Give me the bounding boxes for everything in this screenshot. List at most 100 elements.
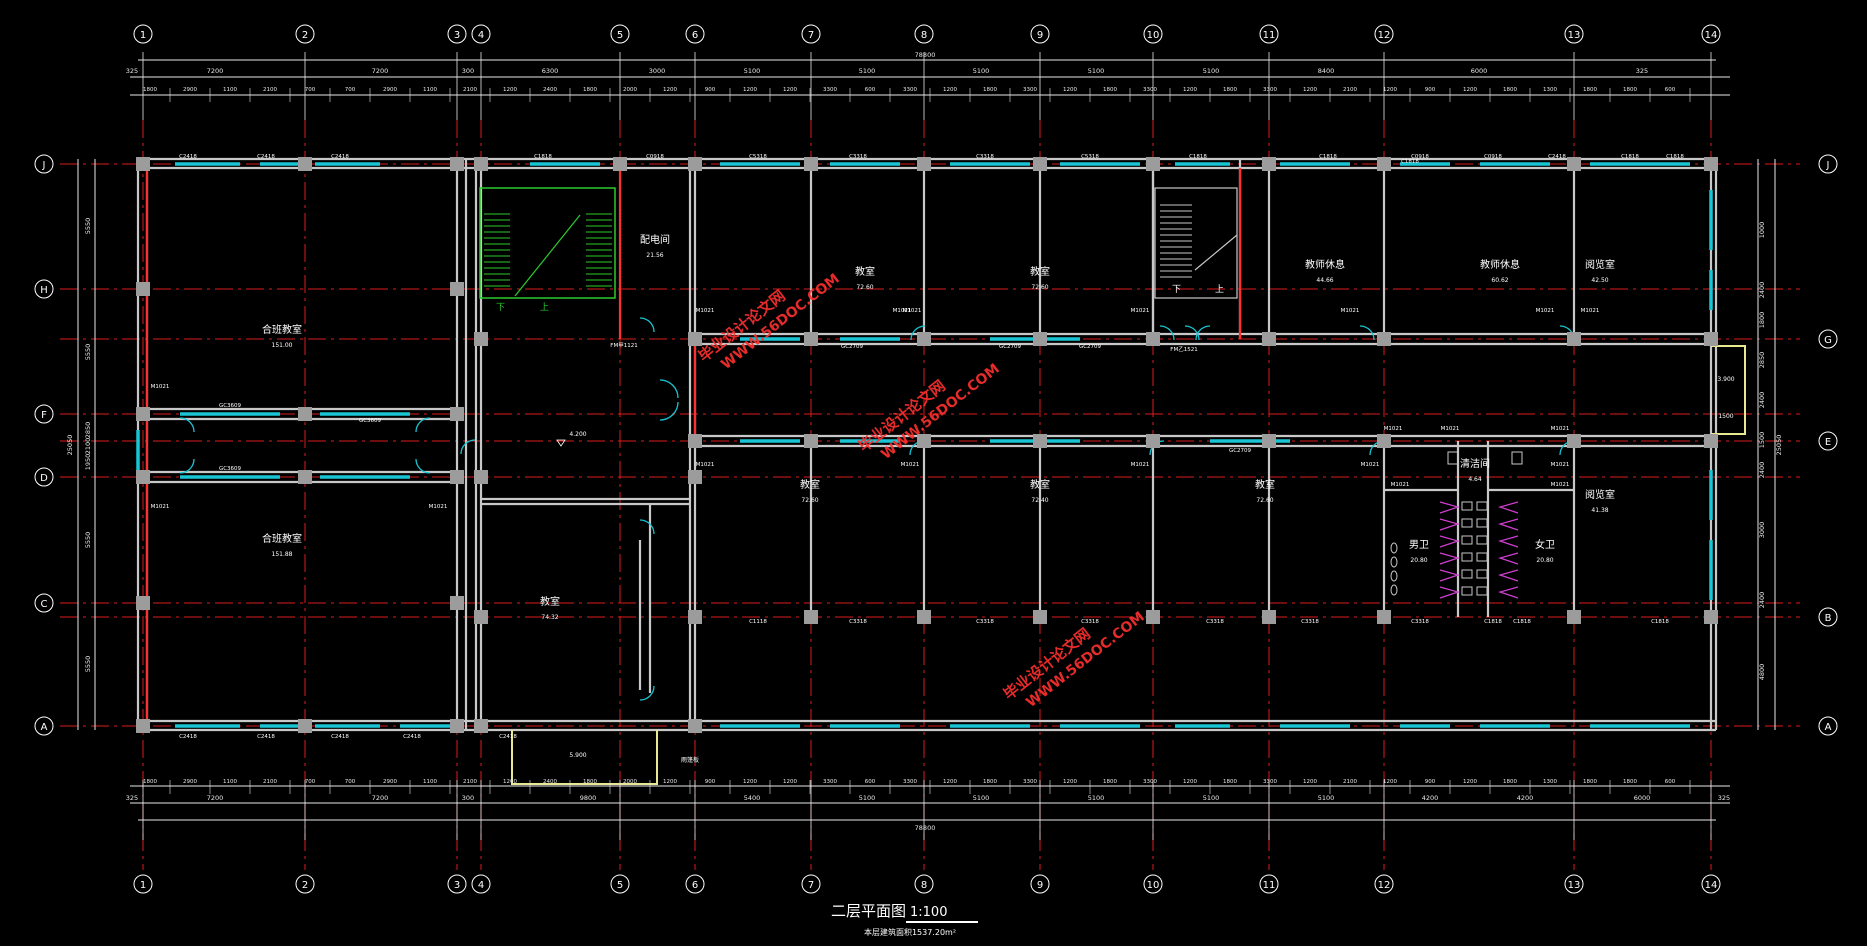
door-tag: M1021 <box>696 462 715 468</box>
axis-bubble-label: J <box>1826 160 1830 171</box>
dim-top-outer-text: 3000 <box>649 67 666 75</box>
column <box>917 434 931 448</box>
column <box>136 157 150 171</box>
squat-toilet <box>1461 586 1473 596</box>
dim-bottom-detail-text: 1200 <box>1303 779 1317 785</box>
axis-bubble-label: 4 <box>478 880 484 891</box>
axis-bubble-col <box>133 874 153 894</box>
stall-partition <box>1497 586 1519 599</box>
dim-bottom-outer-text: 325 <box>1718 794 1730 802</box>
dim-bottom-outer-text: 7200 <box>372 794 389 802</box>
window-tag: GC2709 <box>841 344 864 350</box>
axis-bubble-col <box>471 874 491 894</box>
column <box>298 157 312 171</box>
dim-bottom-detail-text: 1200 <box>1383 779 1397 785</box>
column <box>688 719 702 733</box>
dim-top-detail-text: 1800 <box>1583 87 1597 93</box>
window-tag: GC2709 <box>1229 448 1252 454</box>
axis-bubble-col <box>1259 24 1279 44</box>
dim-bottom-detail-text: 1800 <box>1223 779 1237 785</box>
dim-top-detail-text: 1200 <box>503 87 517 93</box>
window-tag: C1818 <box>1319 154 1337 160</box>
dim-top-detail-text: 1300 <box>1543 87 1557 93</box>
window-tag: GC3609 <box>219 466 242 472</box>
door-tag: M1021 <box>903 308 922 314</box>
dim-bottom-outer-text: 5100 <box>973 794 990 802</box>
room-area: 151.00 <box>272 342 293 349</box>
axis-bubble-col <box>685 24 705 44</box>
door-swing <box>460 439 476 455</box>
column <box>450 719 464 733</box>
dim-left-text: 5550 <box>84 532 92 549</box>
drawing-subtitle: 本层建筑面积1537.20m² <box>864 927 956 937</box>
axis-bubble-row <box>34 593 54 613</box>
dim-top-detail-text: 1800 <box>583 87 597 93</box>
dim-right-text: 1000 <box>1758 222 1766 239</box>
dim-top-detail-text: 1200 <box>1303 87 1317 93</box>
dim-top-detail-text: 1800 <box>1503 87 1517 93</box>
room-area: 41.38 <box>1591 507 1608 514</box>
dim-bottom-detail-text: 1800 <box>143 779 157 785</box>
window-tag: C1818 <box>534 154 552 160</box>
stair-label-down: 下 <box>496 303 505 313</box>
axis-bubble-label: 6 <box>692 880 698 891</box>
column <box>1704 332 1718 346</box>
column <box>1262 434 1276 448</box>
dim-top-detail-text: 2100 <box>263 87 277 93</box>
room-area: 72.60 <box>856 284 873 291</box>
room-area: 72.40 <box>1031 497 1048 504</box>
dim-right-text: 2400 <box>1758 592 1766 609</box>
window-tag: C2418 <box>179 154 197 160</box>
room-name: 教师休息 <box>1480 258 1520 271</box>
door-swing <box>659 379 679 399</box>
axis-bubble-label: H <box>40 285 48 296</box>
room-area: 74.32 <box>541 614 558 621</box>
axis-bubble-col <box>1143 24 1163 44</box>
room-labels: 合班教室151.00合班教室151.88配电间21.56教室72.60教室72.… <box>262 233 1735 764</box>
sink <box>1447 451 1459 465</box>
axis-bubble-col <box>1564 874 1584 894</box>
column <box>1377 434 1391 448</box>
window-tag: C5318 <box>1081 154 1099 160</box>
squat-toilet <box>1476 552 1488 562</box>
drawing-title-block: 二层平面图 1:100 本层建筑面积1537.20m² <box>831 902 978 937</box>
dim-bottom-detail-text: 1200 <box>1063 779 1077 785</box>
room-name: 男卫 <box>1409 539 1429 551</box>
column <box>1262 157 1276 171</box>
dim-bottom-detail-text: 2100 <box>263 779 277 785</box>
door-tag: M1021 <box>429 504 448 510</box>
room-name: 教室 <box>800 478 820 491</box>
door-tag: M1021 <box>1384 426 1403 432</box>
door-tag: M1021 <box>1551 426 1570 432</box>
column <box>1146 434 1160 448</box>
column <box>450 407 464 421</box>
dim-top-detail-text: 600 <box>1665 87 1676 93</box>
squat-toilet <box>1461 518 1473 528</box>
column <box>450 157 464 171</box>
door-tag: FM甲1121 <box>610 342 637 349</box>
dim-bottom-detail-text: 600 <box>1665 779 1676 785</box>
door-swing <box>659 401 679 421</box>
dim-top-detail-text: 3300 <box>1143 87 1157 93</box>
room-area: 72.60 <box>1031 284 1048 291</box>
stair-label-up: 上 <box>540 302 549 313</box>
window-tag: C2418 <box>331 734 349 740</box>
window-tag: C1818 <box>1513 619 1531 625</box>
door-tag: M1021 <box>893 308 912 314</box>
room-area: 72.60 <box>801 497 818 504</box>
axis-bubble-col <box>801 874 821 894</box>
dim-top-detail-text: 1800 <box>143 87 157 93</box>
column <box>1033 434 1047 448</box>
axis-bubble-col <box>1374 874 1394 894</box>
dim-bottom-detail-text: 2900 <box>183 779 197 785</box>
dim-bottom-detail-text: 2100 <box>1343 779 1357 785</box>
dim-top-detail-text: 3300 <box>1263 87 1277 93</box>
column <box>1146 332 1160 346</box>
toilet-fixtures <box>1390 451 1523 599</box>
dim-bottom-detail-text: 1200 <box>943 779 957 785</box>
room-name: 教室 <box>540 595 560 608</box>
axis-bubble-col <box>1374 24 1394 44</box>
dim-bottom-outer-text: 5100 <box>1203 794 1220 802</box>
